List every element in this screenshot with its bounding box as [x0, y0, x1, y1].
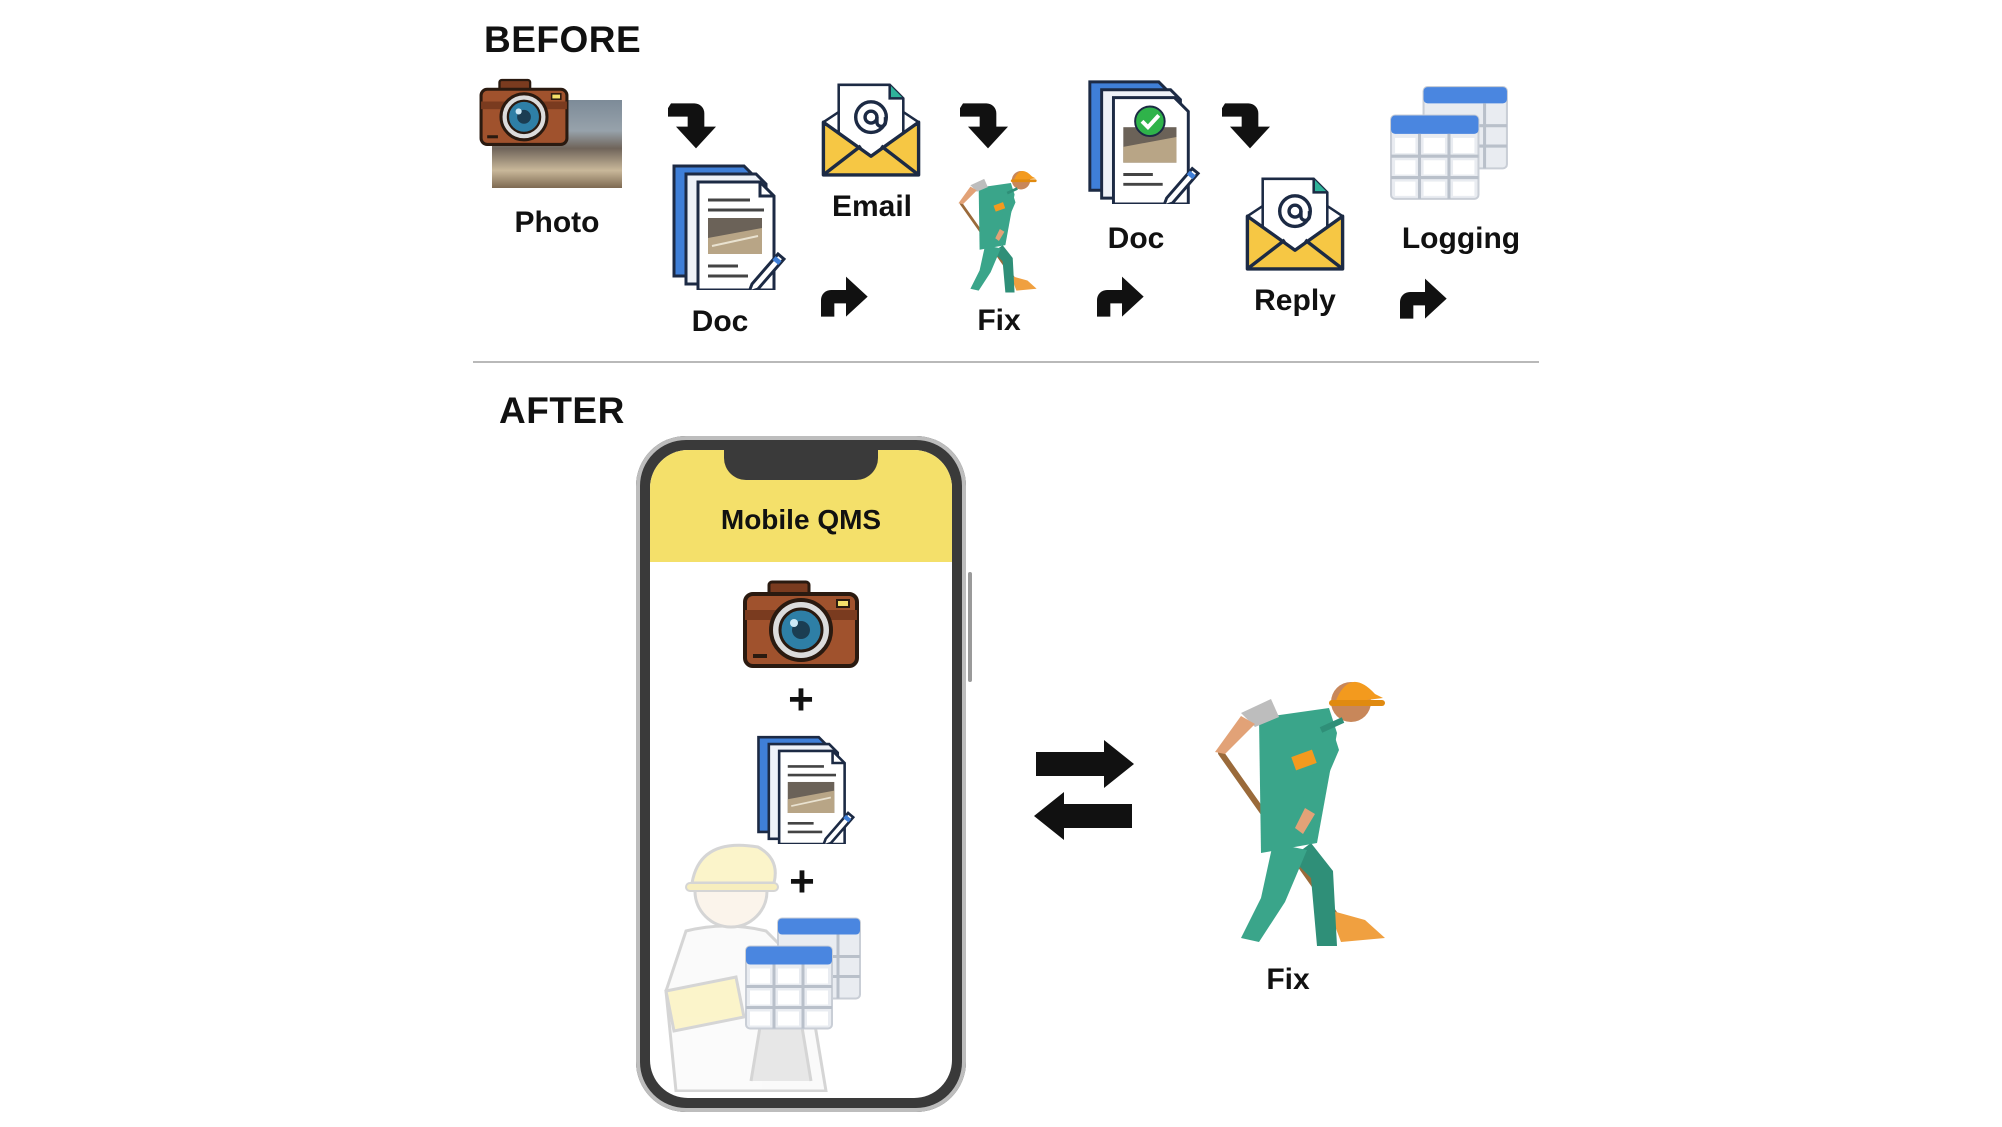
- worker-large-icon: [1196, 658, 1406, 958]
- phone-notch: [724, 450, 878, 480]
- fix-label-before: Fix: [977, 304, 1021, 337]
- photo-label: Photo: [514, 206, 600, 239]
- worker-icon: [952, 160, 1044, 298]
- email-label: Email: [831, 190, 913, 223]
- arrow-up-icon: [818, 270, 874, 320]
- arrow-down-icon: [668, 100, 724, 150]
- plus-sign-1: +: [788, 675, 814, 724]
- doc-label-1: Doc: [691, 305, 749, 338]
- phone-document-icon: [753, 732, 857, 844]
- phone-screen: Mobile QMS + +: [650, 450, 952, 1098]
- fix-label-after: Fix: [1266, 963, 1310, 996]
- doc-label-2: Doc: [1107, 222, 1165, 255]
- section-divider: [473, 361, 1539, 363]
- logging-label: Logging: [1401, 222, 1521, 255]
- approved-document-icon: [1080, 76, 1206, 204]
- reply-email-icon: [1244, 172, 1346, 274]
- reply-label: Reply: [1254, 284, 1336, 317]
- spreadsheet-icon: [1389, 85, 1511, 202]
- photo-step: [478, 78, 623, 190]
- plus-sign-2: +: [789, 857, 815, 906]
- phone-side-button: [968, 572, 972, 682]
- before-title: BEFORE: [484, 19, 642, 60]
- camera-photo-icon: [478, 78, 570, 148]
- arrow-down-icon: [960, 100, 1016, 150]
- phone-camera-icon: [741, 580, 861, 670]
- arrow-up-icon: [1094, 270, 1150, 320]
- email-icon: [820, 78, 922, 180]
- document-icon: [664, 160, 792, 290]
- arrow-up-icon: [1397, 272, 1453, 322]
- bidirectional-arrows-icon: [1034, 740, 1134, 840]
- phone-spreadsheet-icon: [744, 916, 864, 1032]
- arrow-down-icon: [1222, 100, 1278, 150]
- after-title: AFTER: [499, 390, 625, 431]
- phone-app-title: Mobile QMS: [720, 504, 882, 535]
